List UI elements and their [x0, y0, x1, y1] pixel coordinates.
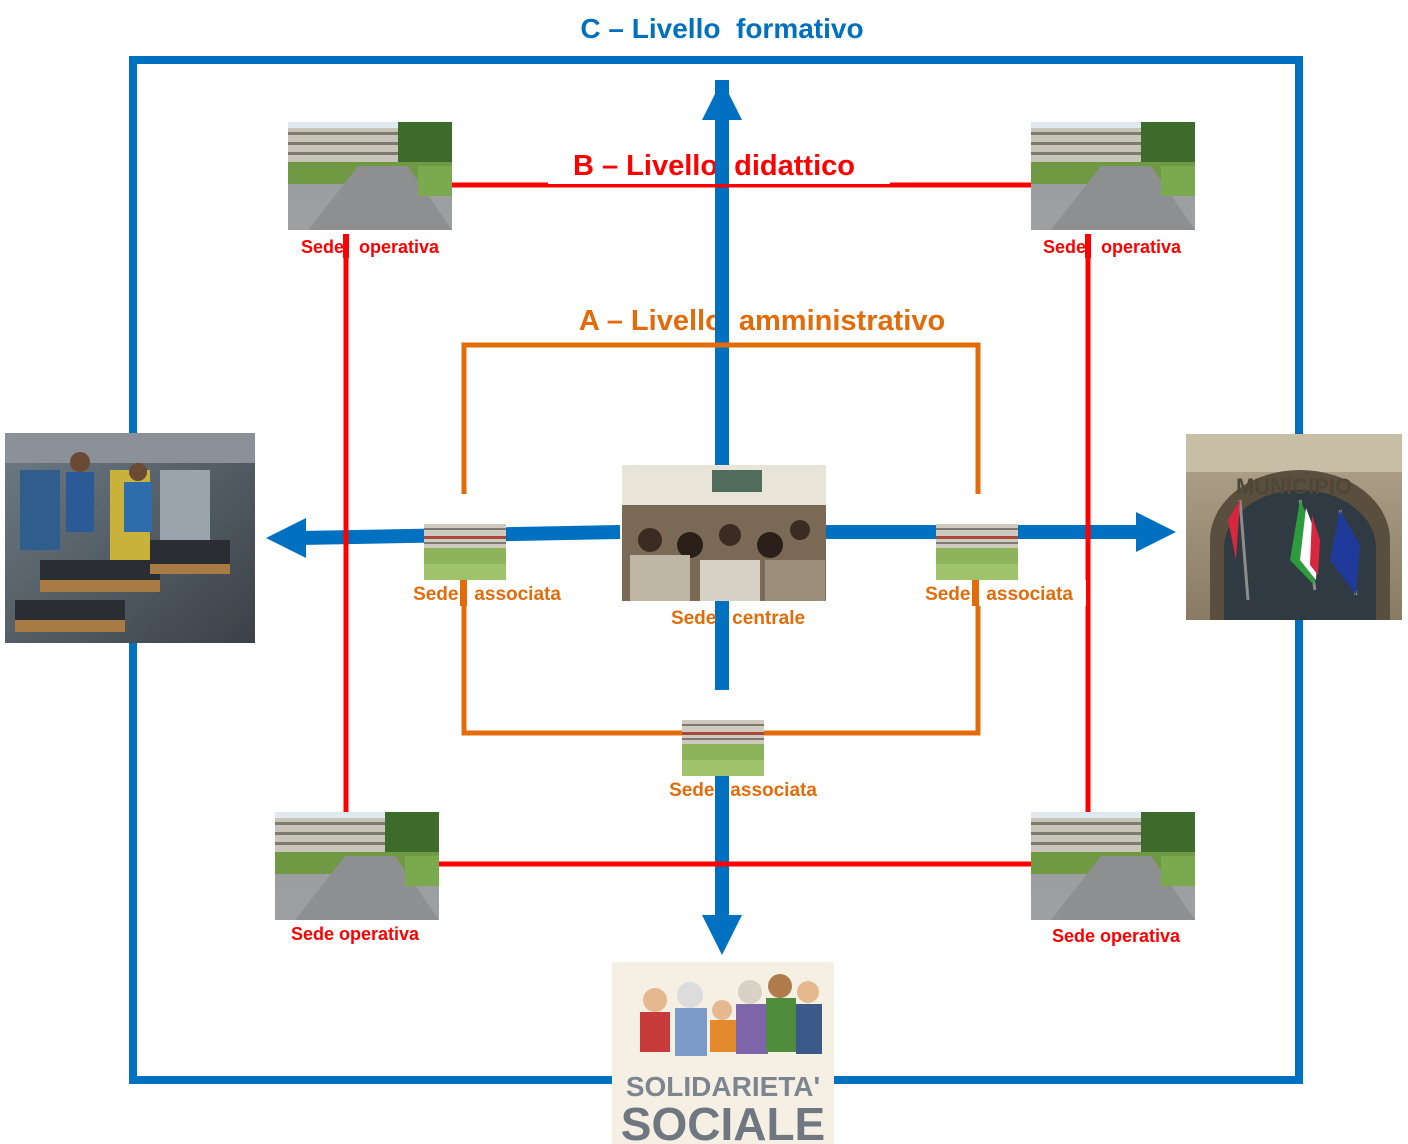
municipio-photo — [1186, 434, 1402, 620]
level-b-label: B – Livello didattico — [573, 150, 855, 182]
solidarieta-line1: SOLIDARIETA' — [626, 1071, 820, 1102]
arrow-up — [702, 80, 742, 120]
sede-centrale-label: Sede centrale — [671, 608, 805, 629]
municipio-sign: MUNICIPIO — [1236, 474, 1352, 499]
sede-associata-bottom-label: Sede associata — [669, 780, 817, 801]
sede-operativa-bottom-left-photo — [275, 812, 439, 920]
solidarieta-sociale-image — [612, 962, 834, 1144]
sede-operativa-top-right-label: Sede operativa — [1043, 237, 1182, 257]
level-c-label: C – Livello formativo — [580, 13, 863, 44]
arrow-right — [1136, 512, 1176, 552]
sede-centrale-photo — [622, 465, 826, 601]
sede-associata-left-label: Sede associata — [413, 584, 561, 605]
sede-associata-right-photo — [936, 494, 1018, 580]
arrow-left — [266, 518, 306, 558]
sede-associata-right-label: Sede associata — [925, 584, 1073, 605]
sede-associata-bottom-photo — [682, 690, 764, 776]
solidarieta-line2: SOCIALE — [621, 1098, 825, 1144]
sede-associata-left-photo — [424, 494, 506, 580]
arrow-down — [702, 915, 742, 955]
level-a-label: A – Livello amministrativo — [579, 305, 945, 337]
sede-operativa-bottom-right-photo — [1031, 812, 1195, 920]
sede-operativa-bottom-left-label: Sede operativa — [291, 924, 420, 944]
sede-operativa-top-right-photo — [1031, 122, 1195, 230]
sede-operativa-top-left-label: Sede operativa — [301, 237, 440, 257]
sede-operativa-bottom-right-label: Sede operativa — [1052, 926, 1181, 946]
sede-operativa-top-left-photo — [288, 122, 452, 230]
factory-photo — [5, 433, 255, 643]
